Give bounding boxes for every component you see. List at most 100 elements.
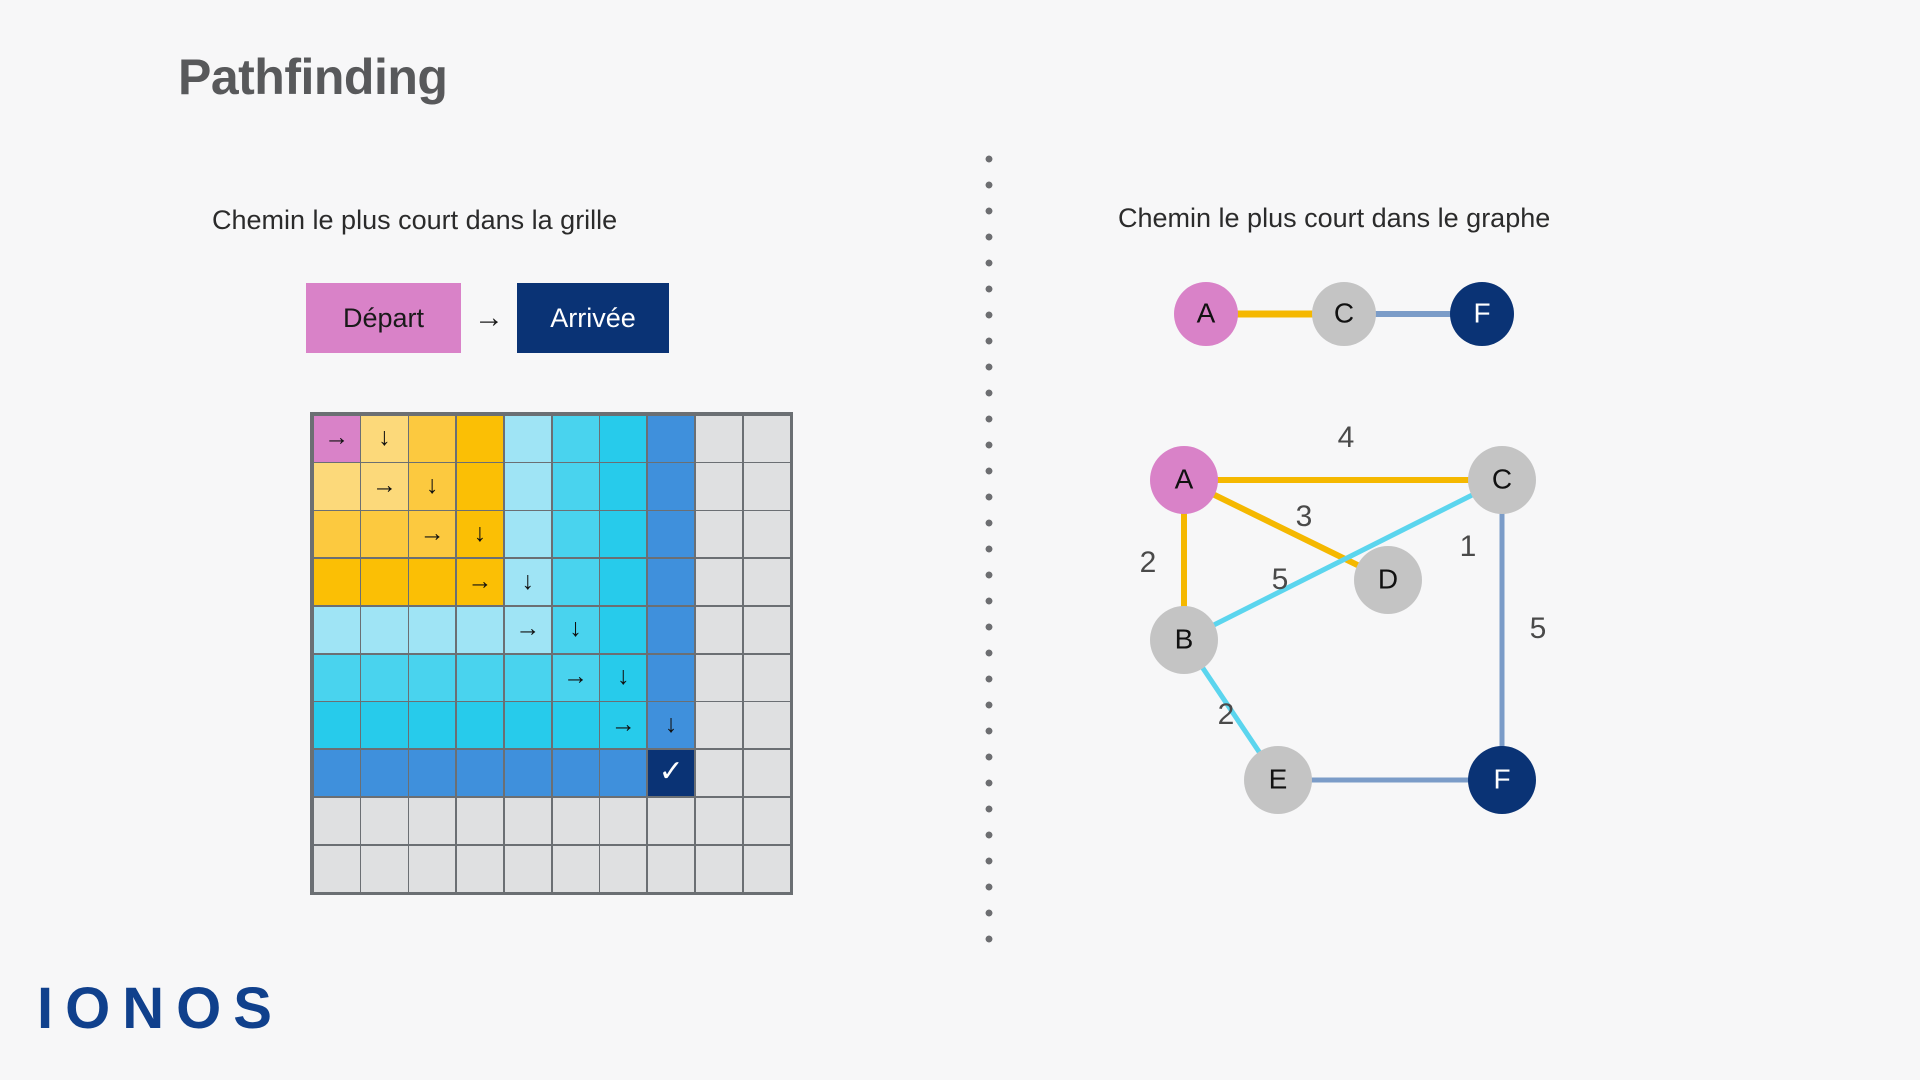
page-title: Pathfinding bbox=[178, 49, 448, 105]
graph-panel-heading: Chemin le plus court dans le graphe bbox=[1118, 203, 1551, 233]
node-label: F bbox=[1473, 297, 1490, 328]
grid-cell: ↓ bbox=[361, 415, 408, 462]
node-circle bbox=[1150, 446, 1218, 514]
edge-weight-CF: 1 bbox=[1460, 530, 1477, 563]
grid-cell bbox=[743, 558, 790, 606]
grid-cell bbox=[552, 845, 599, 892]
node-label: D bbox=[1378, 563, 1398, 594]
arrow-right-icon: → bbox=[563, 662, 589, 691]
grid-cell bbox=[743, 845, 790, 892]
graph-node-D[interactable]: D bbox=[1354, 546, 1422, 614]
grid-cell bbox=[409, 750, 456, 797]
graph-node-F[interactable]: F bbox=[1468, 746, 1536, 814]
grid-panel-heading: Chemin le plus court dans la grille bbox=[212, 205, 618, 235]
arrow-down-icon: ↓ bbox=[569, 614, 582, 643]
grid-cell bbox=[695, 511, 743, 558]
grid-cell bbox=[695, 606, 743, 653]
grid-cell bbox=[313, 558, 360, 606]
grid-cell bbox=[552, 463, 599, 510]
grid-cell bbox=[695, 463, 743, 510]
grid-cell bbox=[600, 415, 647, 462]
graph-node-E[interactable]: E bbox=[1244, 746, 1312, 814]
grid-cell bbox=[600, 750, 647, 797]
grid-cell bbox=[743, 606, 790, 653]
grid-cell bbox=[409, 797, 456, 845]
grid-cell bbox=[743, 750, 790, 797]
grid-cell bbox=[600, 463, 647, 510]
arrow-right-icon: → bbox=[324, 423, 350, 452]
graph-node-A[interactable]: A bbox=[1174, 282, 1238, 346]
edge-weight-AC: 4 bbox=[1338, 421, 1355, 454]
edge-weight-AD: 3 bbox=[1296, 500, 1313, 533]
node-circle bbox=[1312, 282, 1376, 346]
legend-arrow-icon: → bbox=[474, 301, 504, 334]
arrow-down-icon: ↓ bbox=[521, 566, 535, 595]
grid-cell bbox=[409, 702, 456, 749]
node-circle bbox=[1468, 746, 1536, 814]
graph-node-C[interactable]: C bbox=[1312, 282, 1376, 346]
grid-cell: → bbox=[313, 415, 360, 462]
grid-cell bbox=[648, 511, 695, 558]
grid-cell bbox=[743, 415, 790, 462]
grid-cell bbox=[409, 606, 456, 653]
edge-weight-CF: 5 bbox=[1530, 612, 1547, 645]
grid-cell bbox=[504, 845, 551, 892]
node-label: F bbox=[1493, 763, 1510, 794]
grid-cell: ↓ bbox=[504, 558, 551, 606]
grid-cell: → bbox=[361, 463, 408, 510]
grid-cell: → bbox=[456, 558, 504, 606]
edge-weight-BE: 2 bbox=[1218, 698, 1235, 731]
grid-cell: ↓ bbox=[552, 606, 599, 653]
grid-cell bbox=[361, 797, 408, 845]
grid-cell bbox=[743, 654, 790, 701]
grid-cell bbox=[600, 845, 647, 892]
node-label: C bbox=[1334, 297, 1354, 328]
node-circle bbox=[1468, 446, 1536, 514]
edge-weight-AB: 2 bbox=[1140, 546, 1157, 579]
node-circle bbox=[1174, 282, 1238, 346]
grid-cell bbox=[409, 845, 456, 892]
graph-node-C[interactable]: C bbox=[1468, 446, 1536, 514]
grid-cell bbox=[361, 702, 408, 749]
arrow-down-icon: ↓ bbox=[378, 423, 391, 452]
graph-node-B[interactable]: B bbox=[1150, 606, 1218, 674]
grid-cell bbox=[504, 654, 551, 701]
edge-weight-BC: 5 bbox=[1272, 563, 1289, 596]
grid-cell bbox=[743, 463, 790, 510]
pathfinding-grid: →↓→↓→↓→↓→↓→↓→↓✓ bbox=[310, 412, 794, 896]
arrow-right-icon: → bbox=[610, 709, 636, 738]
arrow-right-icon: → bbox=[419, 518, 445, 547]
grid-cell bbox=[313, 845, 360, 892]
grid-cell: ↓ bbox=[600, 654, 647, 701]
grid-cell bbox=[695, 415, 743, 462]
graph-node-A[interactable]: A bbox=[1150, 446, 1218, 514]
node-label: A bbox=[1175, 463, 1194, 494]
grid-cell bbox=[648, 797, 695, 845]
grid-cell bbox=[504, 511, 551, 558]
node-circle bbox=[1450, 282, 1514, 346]
node-circle bbox=[1150, 606, 1218, 674]
grid-cell bbox=[648, 606, 695, 653]
arrow-right-icon: → bbox=[515, 614, 541, 643]
grid-cell bbox=[313, 797, 360, 845]
grid-cell bbox=[552, 702, 599, 749]
grid-cell bbox=[409, 654, 456, 701]
grid-cell: ↓ bbox=[409, 463, 456, 510]
grid-cell bbox=[695, 702, 743, 749]
grid-cell bbox=[313, 463, 360, 510]
grid-cell bbox=[695, 750, 743, 797]
grid-cell bbox=[552, 415, 599, 462]
grid-cell bbox=[504, 702, 551, 749]
grid-cell bbox=[361, 654, 408, 701]
grid-cell bbox=[600, 606, 647, 653]
legend-end-chip: Arrivée bbox=[517, 283, 669, 353]
grid-cell bbox=[600, 511, 647, 558]
node-label: A bbox=[1197, 297, 1216, 328]
arrow-down-icon: ↓ bbox=[664, 709, 678, 738]
grid-cell bbox=[648, 415, 695, 462]
node-circle bbox=[1354, 546, 1422, 614]
graph-node-F[interactable]: F bbox=[1450, 282, 1514, 346]
goal-check-icon: ✓ bbox=[658, 755, 684, 789]
graph-panel: A C F A C D B E F 4 3 2 5 1 5 2 bbox=[1118, 268, 1578, 888]
